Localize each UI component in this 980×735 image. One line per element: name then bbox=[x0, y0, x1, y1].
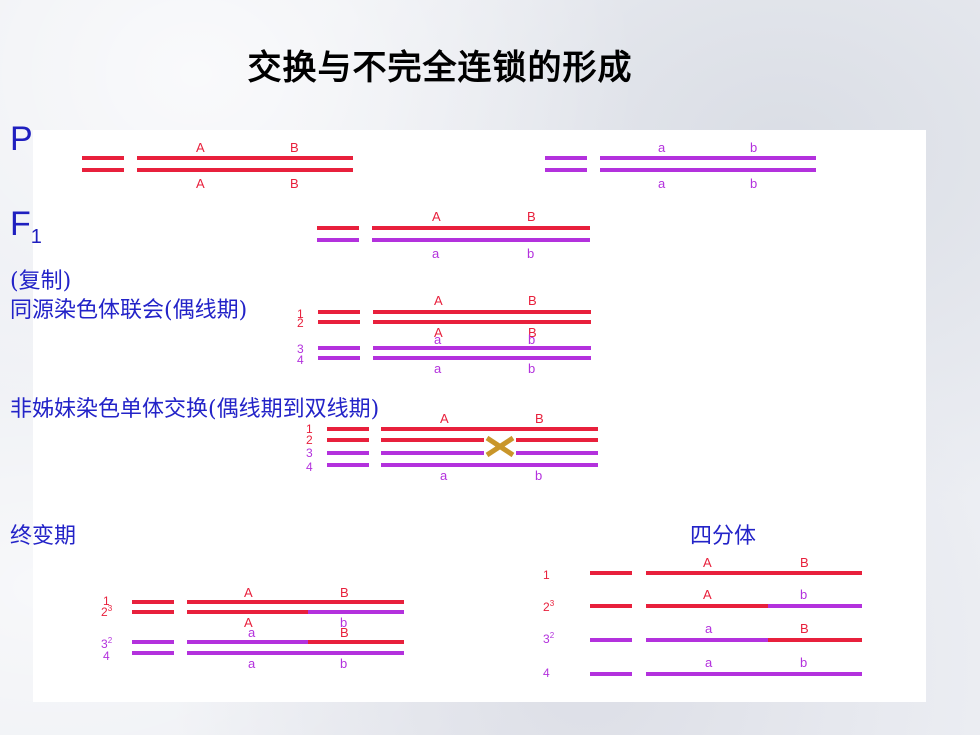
strand-number: 2 bbox=[306, 433, 313, 447]
gene-label: a bbox=[658, 176, 666, 191]
f1-hybrid: A B a b bbox=[317, 209, 590, 261]
tetrad-chromatids: 1 23 32 4 A B A b a B a b bbox=[543, 555, 862, 680]
gene-label: a bbox=[705, 621, 713, 636]
gene-label: B bbox=[528, 325, 537, 340]
gene-label: B bbox=[527, 209, 536, 224]
gene-label: A bbox=[434, 325, 443, 340]
strand-number: 1 bbox=[543, 568, 550, 582]
gene-label: a bbox=[434, 361, 442, 376]
label-f-sub: 1 bbox=[30, 225, 42, 248]
gene-label: A bbox=[244, 615, 253, 630]
gene-label: B bbox=[528, 293, 537, 308]
strand-number: 4 bbox=[297, 353, 304, 367]
strand-number: 2 bbox=[297, 316, 304, 330]
gene-label: a bbox=[705, 655, 713, 670]
label-f1: F1 bbox=[10, 205, 42, 249]
gene-label: a bbox=[432, 246, 440, 261]
gene-label: b bbox=[750, 140, 757, 155]
gene-label: B bbox=[340, 585, 349, 600]
label-diakinesis: 终变期 bbox=[10, 524, 77, 549]
page-title: 交换与不完全连锁的形成 bbox=[247, 48, 633, 88]
gene-label: A bbox=[703, 555, 712, 570]
strand-number: 32 bbox=[543, 631, 555, 646]
gene-label: b bbox=[340, 615, 347, 630]
gene-label: A bbox=[434, 293, 443, 308]
label-tetrad: 四分体 bbox=[690, 524, 757, 549]
gene-label: B bbox=[290, 176, 299, 191]
gene-label: B bbox=[290, 140, 299, 155]
strand-number: 4 bbox=[543, 666, 550, 680]
gene-label: b bbox=[750, 176, 757, 191]
gene-label: b bbox=[528, 332, 535, 347]
strand-number: 1 bbox=[306, 422, 313, 436]
gene-label: b bbox=[800, 655, 807, 670]
gene-label: B bbox=[800, 621, 809, 636]
gene-label: a bbox=[248, 656, 256, 671]
gene-label: a bbox=[440, 468, 448, 483]
strand-number: 32 bbox=[101, 636, 113, 651]
label-synapsis: 同源染色体联会(偶线期) bbox=[10, 298, 248, 323]
label-replicate: (复制) bbox=[10, 269, 72, 294]
parent-AB: A B A B bbox=[82, 140, 353, 191]
strand-number: 4 bbox=[306, 460, 313, 474]
gene-label: b bbox=[528, 361, 535, 376]
strand-number: 23 bbox=[543, 599, 555, 614]
parent-ab: a b a b bbox=[545, 140, 816, 191]
strand-number: 1 bbox=[297, 307, 304, 321]
strand-number: 4 bbox=[103, 649, 110, 663]
strand-number: 3 bbox=[306, 446, 313, 460]
strand-number: 23 bbox=[101, 604, 113, 619]
diakinesis-tetrad: 1 23 32 4 A B A b a B a b bbox=[101, 585, 404, 671]
gene-label: b bbox=[527, 246, 534, 261]
label-crossover: 非姊妹染色单体交换(偶线期到双线期) bbox=[10, 397, 380, 422]
gene-label: A bbox=[244, 585, 253, 600]
crossover-mark bbox=[485, 435, 515, 458]
gene-label: A bbox=[196, 140, 205, 155]
gene-label: A bbox=[440, 411, 449, 426]
gene-label: a bbox=[248, 625, 256, 640]
gene-label: a bbox=[658, 140, 666, 155]
gene-label: A bbox=[703, 587, 712, 602]
gene-label: b bbox=[535, 468, 542, 483]
strand-number: 3 bbox=[297, 342, 304, 356]
gene-label: b bbox=[340, 656, 347, 671]
gene-label: A bbox=[432, 209, 441, 224]
strand-number: 1 bbox=[103, 594, 110, 608]
gene-label: B bbox=[340, 625, 349, 640]
crossover-tetrad: 1 2 3 4 A B a b bbox=[306, 411, 598, 483]
synapsis-tetrad: 1 2 3 4 A B A B a b a b bbox=[297, 293, 591, 376]
gene-label: A bbox=[196, 176, 205, 191]
label-f: F bbox=[10, 205, 31, 243]
gene-label: B bbox=[535, 411, 544, 426]
gene-label: b bbox=[800, 587, 807, 602]
gene-label: B bbox=[800, 555, 809, 570]
gene-label: a bbox=[434, 332, 442, 347]
label-p: P bbox=[10, 120, 33, 158]
